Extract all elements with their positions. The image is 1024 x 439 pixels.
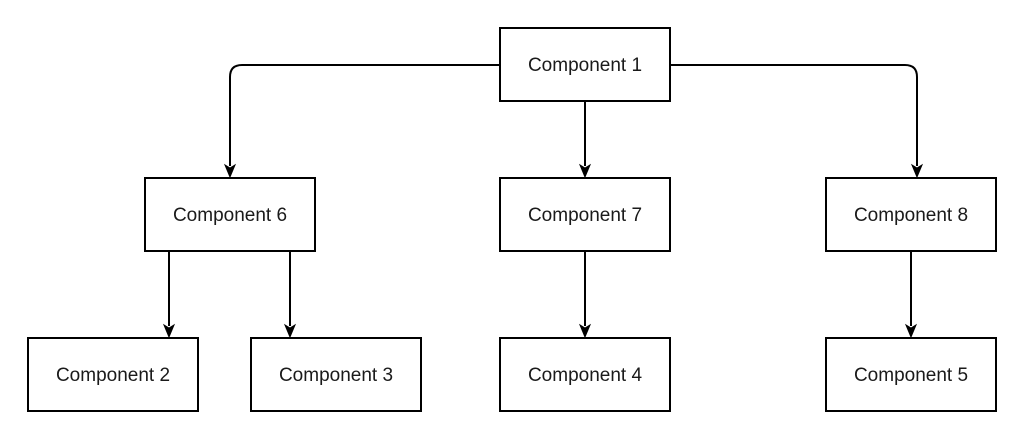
node-label: Component 6 <box>173 205 287 226</box>
edge-component-7-to-component-4 <box>578 251 592 339</box>
node-box <box>499 27 671 102</box>
node-label: Component 7 <box>528 205 642 226</box>
node-component-2[interactable]: Component 2 <box>27 337 199 412</box>
connector-line <box>229 64 500 166</box>
node-label: Component 1 <box>528 55 642 76</box>
arrow-head-icon <box>223 163 237 179</box>
connector-line <box>670 64 918 166</box>
node-box <box>825 337 997 412</box>
node-box <box>250 337 422 412</box>
node-component-7[interactable]: Component 7 <box>499 177 671 252</box>
edge-component-6-to-component-3 <box>283 251 297 339</box>
node-label: Component 2 <box>56 365 170 386</box>
edge-component-1-to-component-7 <box>578 101 592 179</box>
arrow-head-icon <box>910 163 924 179</box>
arrow-head-icon <box>578 163 592 179</box>
node-box <box>499 177 671 252</box>
edge-component-1-to-component-8 <box>670 64 924 179</box>
node-component-1[interactable]: Component 1 <box>499 27 671 102</box>
nodes-layer: Component 1 Component 6 Component 7 Comp… <box>27 27 997 412</box>
node-label: Component 8 <box>854 205 968 226</box>
node-box <box>825 177 997 252</box>
node-component-3[interactable]: Component 3 <box>250 337 422 412</box>
node-component-4[interactable]: Component 4 <box>499 337 671 412</box>
node-label: Component 4 <box>528 365 643 386</box>
edge-component-8-to-component-5 <box>904 251 918 339</box>
arrow-head-icon <box>578 323 592 339</box>
arrow-head-icon <box>283 323 297 339</box>
arrow-head-icon <box>904 323 918 339</box>
node-box <box>27 337 199 412</box>
node-component-8[interactable]: Component 8 <box>825 177 997 252</box>
node-label: Component 5 <box>854 365 968 386</box>
node-label: Component 3 <box>279 365 393 386</box>
edge-component-6-to-component-2 <box>162 251 176 339</box>
node-box <box>499 337 671 412</box>
node-box <box>144 177 316 252</box>
arrow-head-icon <box>162 323 176 339</box>
node-component-5[interactable]: Component 5 <box>825 337 997 412</box>
node-component-6[interactable]: Component 6 <box>144 177 316 252</box>
edge-component-1-to-component-6 <box>223 64 500 179</box>
edges-layer <box>162 64 924 339</box>
